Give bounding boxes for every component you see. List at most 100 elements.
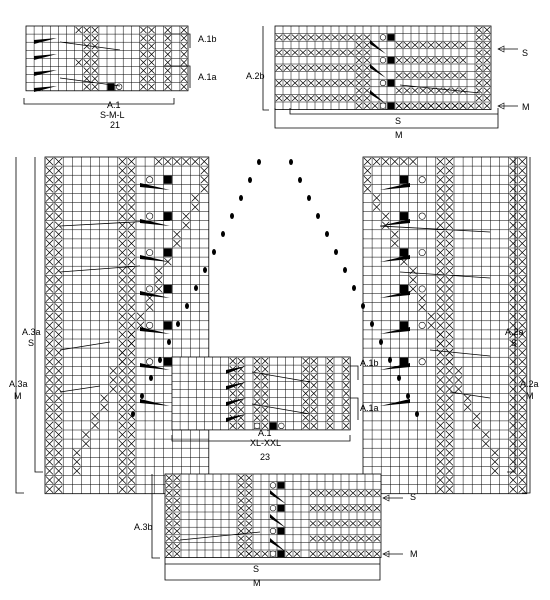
purl-symbol <box>363 64 371 71</box>
cable-symbol <box>370 64 386 78</box>
purl-symbol <box>200 175 209 184</box>
purl-symbol <box>518 476 527 484</box>
purl-symbol <box>173 520 181 527</box>
purl-symbol <box>445 348 454 357</box>
purl-symbol <box>245 474 253 481</box>
purl-symbol <box>451 72 459 79</box>
purl-symbol <box>339 95 347 102</box>
a3a-s-label-size: S <box>28 338 34 348</box>
purl-symbol <box>261 550 269 557</box>
a2a-s-label-size: S <box>511 338 517 348</box>
purl-symbol <box>347 34 355 41</box>
purl-symbol <box>323 79 331 87</box>
purl-symbol <box>443 41 451 49</box>
purl-symbol <box>475 72 483 79</box>
cast-off-symbol <box>406 393 410 399</box>
purl-symbol <box>445 367 454 375</box>
purl-symbol <box>164 42 172 50</box>
a1-sml-name-label: A.1 <box>107 100 121 110</box>
purl-symbol <box>237 520 245 527</box>
purl-symbol <box>237 489 245 497</box>
purl-symbol <box>491 467 499 475</box>
purl-symbol <box>445 285 454 293</box>
purl-symbol <box>82 439 90 448</box>
purl-symbol <box>45 194 54 202</box>
purl-symbol <box>436 439 445 448</box>
purl-symbol <box>118 467 127 475</box>
purl-symbol <box>73 448 81 457</box>
purl-symbol <box>148 59 155 66</box>
purl-symbol <box>173 550 181 557</box>
purl-symbol <box>127 485 136 493</box>
purl-symbol <box>127 476 136 484</box>
purl-symbol <box>45 476 54 484</box>
purl-symbol <box>200 166 209 175</box>
purl-symbol <box>245 535 253 542</box>
purl-symbol <box>45 212 54 220</box>
yarn-over-symbol <box>278 422 285 429</box>
purl-symbol <box>127 448 136 457</box>
purl-symbol <box>165 527 173 535</box>
purl-symbol <box>54 321 63 330</box>
purl-symbol <box>237 497 245 504</box>
purl-symbol <box>45 385 54 393</box>
purl-symbol <box>365 520 373 527</box>
purl-symbol <box>164 157 172 166</box>
purl-symbol <box>45 330 54 339</box>
purl-symbol <box>127 403 136 412</box>
purl-symbol <box>443 102 451 109</box>
purl-symbol <box>445 203 454 211</box>
purl-symbol <box>459 87 467 94</box>
yarn-over-symbol <box>146 212 154 220</box>
cast-off-symbol <box>248 177 252 183</box>
purl-symbol <box>285 550 293 557</box>
purl-symbol <box>445 385 454 393</box>
purl-symbol <box>427 102 435 109</box>
purl-symbol <box>299 64 307 71</box>
purl-symbol <box>475 57 483 64</box>
purl-symbol <box>518 248 527 257</box>
purl-symbol <box>315 95 323 102</box>
purl-symbol <box>341 550 349 557</box>
a3a-cable-lines <box>59 219 171 393</box>
purl-symbol <box>283 64 291 71</box>
purl-symbol <box>310 406 318 413</box>
purl-symbol <box>261 373 269 381</box>
purl-symbol <box>445 294 454 302</box>
purl-symbol <box>191 157 199 166</box>
purl-symbol <box>54 248 63 257</box>
purl-symbol <box>237 373 245 381</box>
purl-symbol <box>509 294 517 302</box>
purl-symbol <box>237 550 245 557</box>
purl-symbol <box>365 535 373 542</box>
purl-symbol <box>509 385 517 393</box>
purl-symbol <box>45 312 54 321</box>
filled-stitch-symbol <box>399 212 408 221</box>
purl-symbol <box>418 303 426 311</box>
purl-symbol <box>237 482 245 489</box>
filled-stitch-symbol <box>107 83 115 91</box>
purl-symbol <box>302 398 309 405</box>
purl-symbol <box>436 339 445 348</box>
purl-symbol <box>54 203 63 211</box>
purl-symbol <box>326 382 334 389</box>
purl-symbol <box>45 230 54 239</box>
yarn-over-symbol <box>269 550 277 557</box>
purl-symbol <box>427 72 435 79</box>
purl-symbol <box>191 194 199 202</box>
purl-symbol <box>54 476 63 484</box>
purl-symbol <box>339 34 347 41</box>
purl-symbol <box>245 489 253 497</box>
purl-symbol <box>118 476 127 484</box>
purl-symbol <box>341 520 349 527</box>
cast-off-symbol <box>203 267 207 273</box>
purl-symbol <box>275 95 283 102</box>
purl-symbol <box>261 406 269 413</box>
purl-symbol <box>436 412 445 421</box>
purl-symbol <box>357 489 365 497</box>
purl-symbol <box>91 34 99 42</box>
purl-symbol <box>419 41 427 49</box>
cast-off-symbol <box>388 357 392 363</box>
a1-sml-grid-lines <box>26 26 188 91</box>
purl-symbol <box>509 448 517 457</box>
